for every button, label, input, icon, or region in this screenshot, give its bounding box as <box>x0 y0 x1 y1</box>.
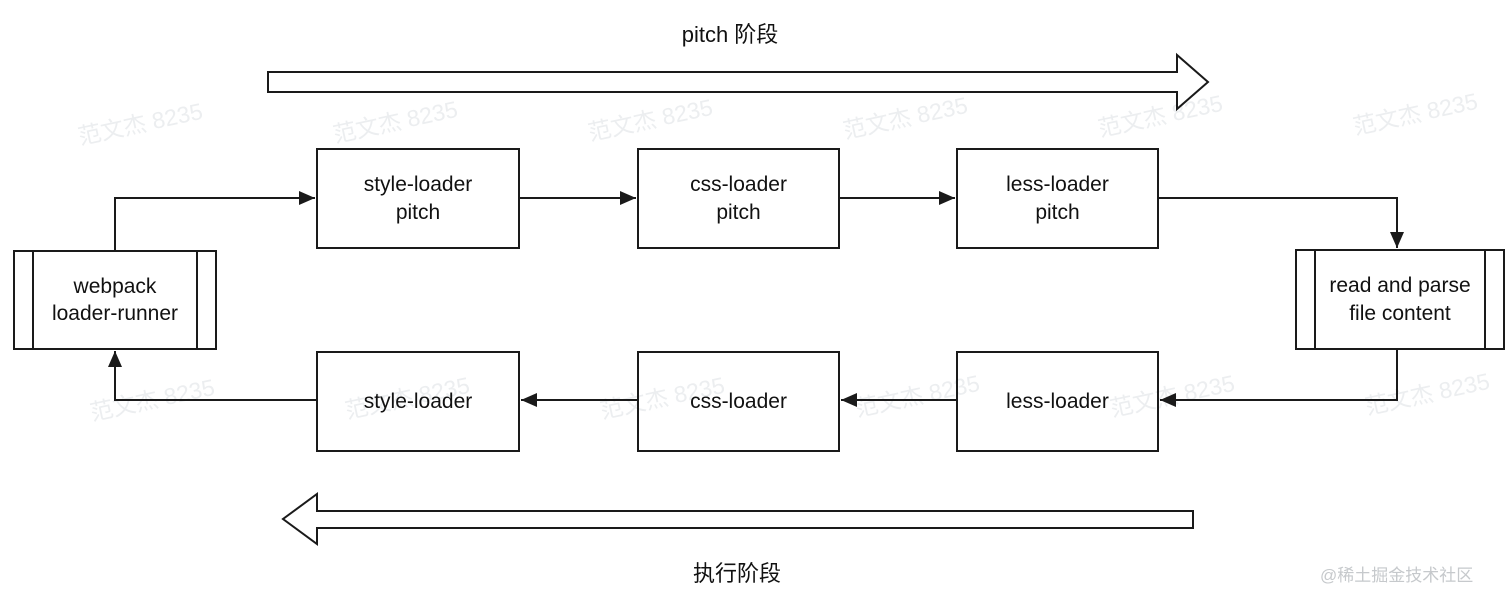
node-style-loader-pitch: style-loader pitch <box>316 148 520 249</box>
node-style-loader: style-loader <box>316 351 520 452</box>
node-read-and-parse-file-content: read and parse file content <box>1295 249 1505 350</box>
community-credit-watermark: @稀土掘金技术社区 <box>1320 566 1474 585</box>
connector-style-to-webpack <box>108 351 316 401</box>
connector-less-pitch-to-read <box>1159 197 1404 248</box>
execute-phase-label: 执行阶段 <box>692 561 781 586</box>
connector-webpack-to-style-pitch <box>114 191 315 250</box>
pitch-phase-label: pitch 阶段 <box>681 22 779 47</box>
node-less-loader: less-loader <box>956 351 1159 452</box>
connector-read-to-less <box>1160 350 1398 407</box>
execute-phase-arrow <box>281 492 1194 546</box>
node-less-loader-pitch: less-loader pitch <box>956 148 1159 249</box>
node-css-loader: css-loader <box>637 351 840 452</box>
node-webpack-loader-runner: webpack loader-runner <box>13 250 217 350</box>
node-css-loader-pitch: css-loader pitch <box>637 148 840 249</box>
pitch-phase-arrow <box>267 52 1210 112</box>
